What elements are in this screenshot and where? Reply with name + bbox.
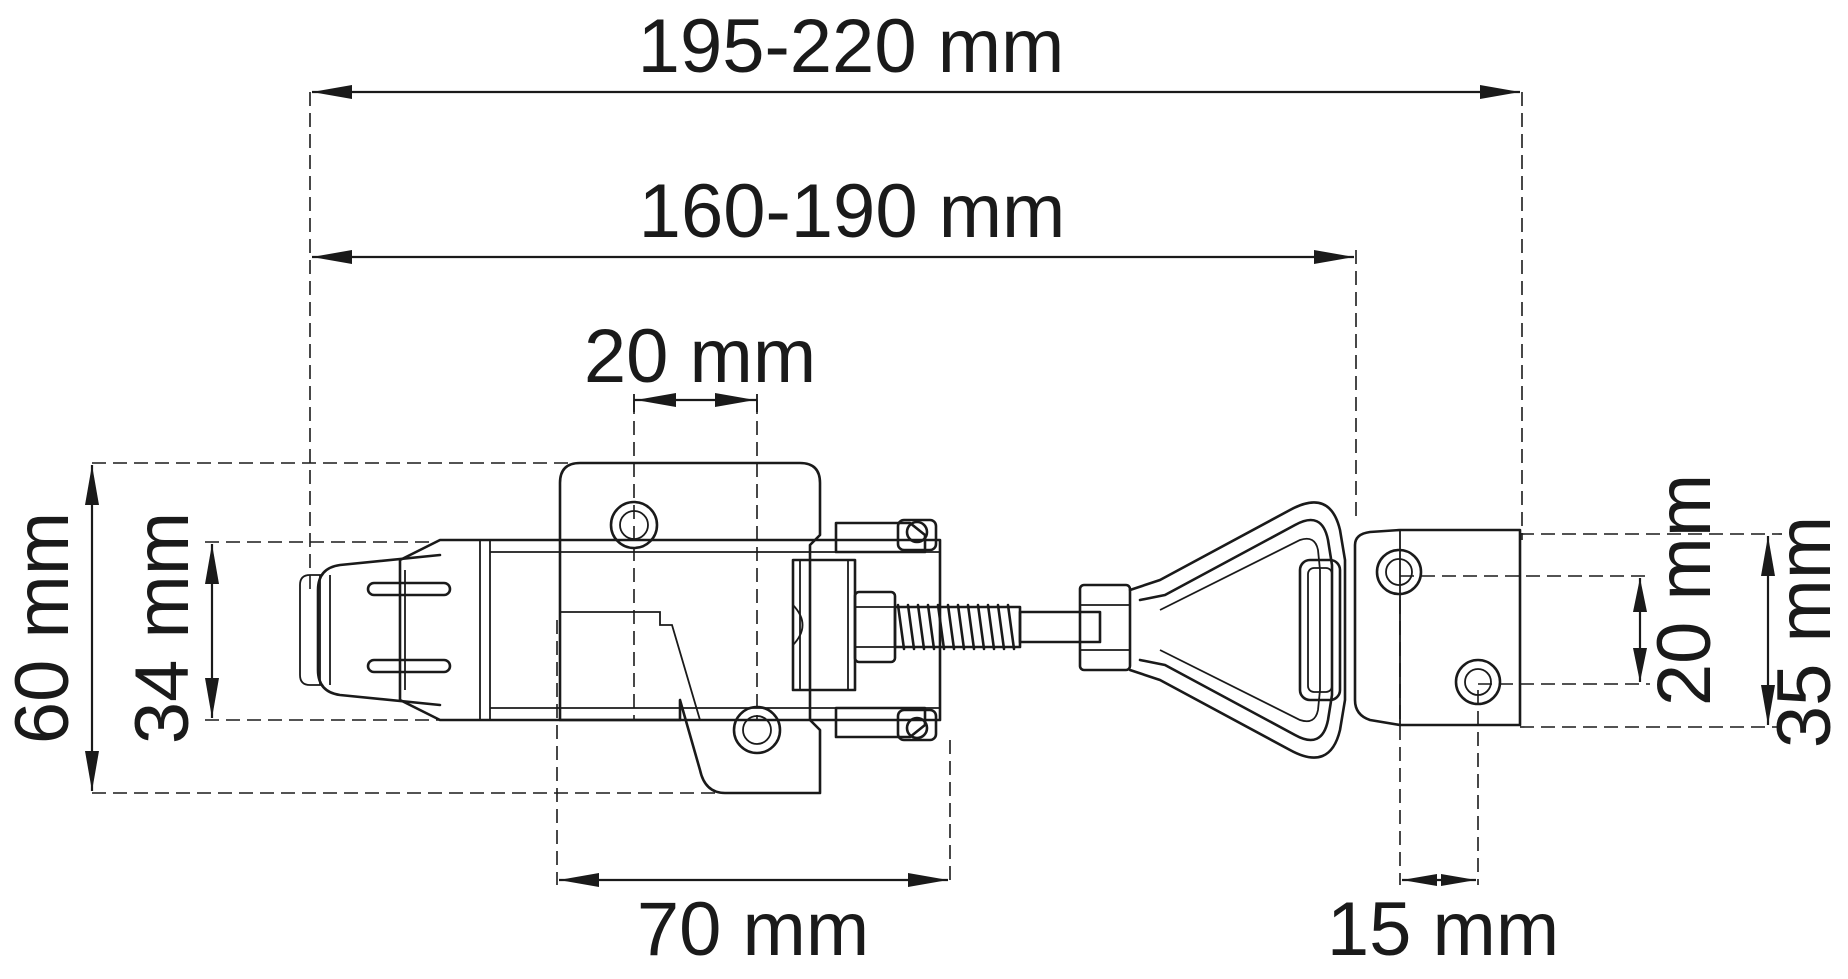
latch-base-plate — [558, 461, 822, 795]
label-keeper-hole-spacing-horizontal: 15 mm — [1327, 887, 1559, 972]
label-body-inner-height: 34 mm — [120, 512, 205, 744]
label-body-height: 60 mm — [0, 512, 85, 744]
keeper-plate — [1353, 528, 1522, 727]
threaded-rod — [893, 603, 1102, 651]
dimension-lines — [85, 85, 1775, 887]
latch-handle-loop — [1078, 501, 1347, 759]
dimension-labels: 195-220 mm 160-190 mm 20 mm 70 mm 15 mm … — [0, 4, 1847, 972]
label-body-length: 70 mm — [637, 887, 869, 972]
label-overall-length: 195-220 mm — [638, 4, 1065, 89]
label-keeper-height: 35 mm — [1762, 516, 1847, 748]
latch-body — [299, 518, 942, 742]
label-keeper-hole-spacing-vertical: 20 mm — [1642, 474, 1727, 706]
label-closed-length: 160-190 mm — [639, 169, 1066, 254]
label-hole-spacing-body: 20 mm — [584, 314, 816, 399]
